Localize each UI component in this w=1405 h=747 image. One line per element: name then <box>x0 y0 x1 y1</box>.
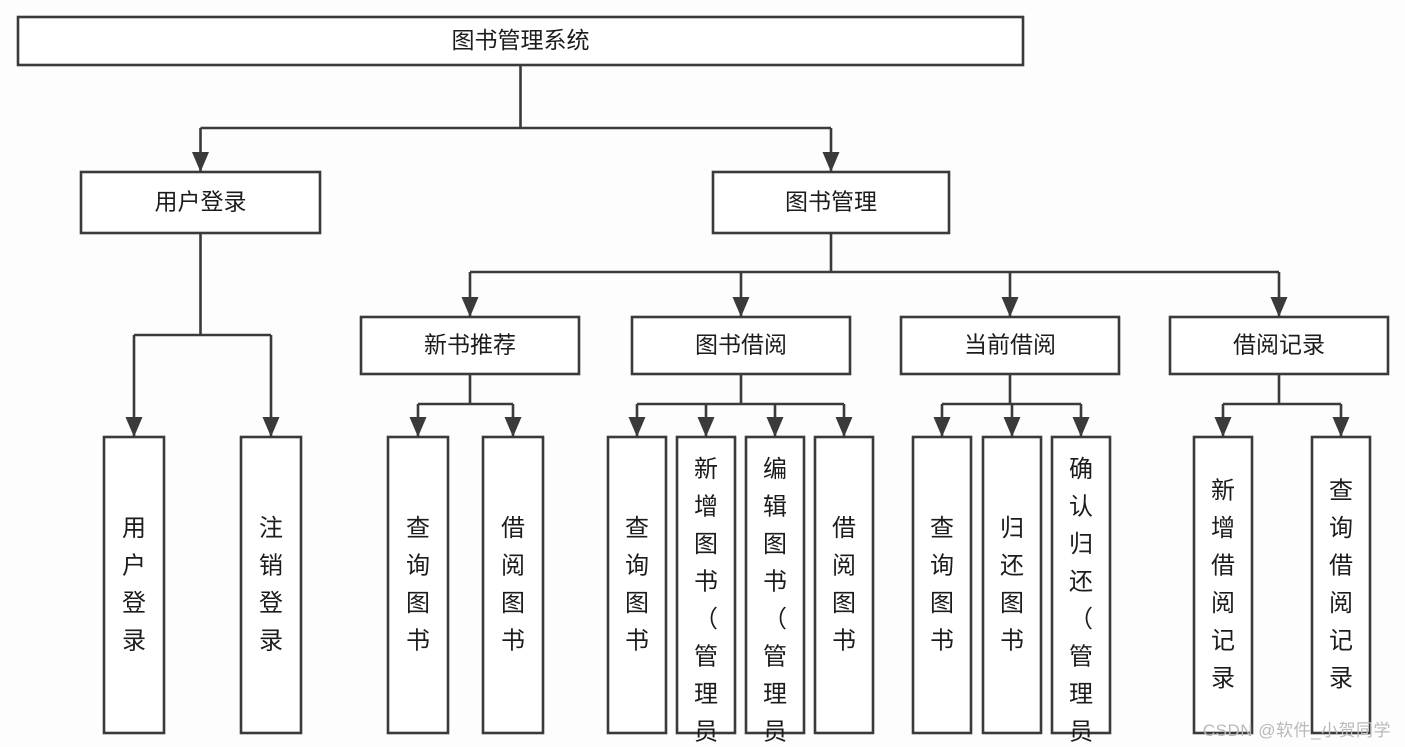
node-label: 新增图书（管理员） <box>694 456 718 747</box>
node-label: 查询图书 <box>930 515 954 655</box>
node-rect <box>744 435 806 735</box>
node-新书推荐[interactable]: 新书推荐 <box>359 315 581 376</box>
arrow-head-icon <box>1332 417 1350 437</box>
node-rect <box>102 435 166 735</box>
arrow-head-icon <box>822 152 840 172</box>
arrow-head-icon <box>1001 297 1019 317</box>
edge-group <box>192 65 840 172</box>
node-rect <box>481 435 545 735</box>
node-label: 编辑图书（管理员） <box>763 456 787 747</box>
arrow-head-icon <box>1270 297 1288 317</box>
node-查询图书[interactable]: 查询图书 <box>911 435 973 735</box>
node-rect <box>711 170 951 235</box>
node-rect <box>239 435 303 735</box>
node-确认归还管理员[interactable]: 确认归还（管理员） <box>1050 435 1112 747</box>
node-label: 新书推荐 <box>424 332 516 358</box>
arrow-head-icon <box>192 152 209 172</box>
edge-group <box>628 374 853 437</box>
node-label: 查询图书 <box>625 515 649 655</box>
connectors-layer <box>125 65 1350 437</box>
edge-group <box>461 233 1288 317</box>
node-label: 用户登录 <box>122 515 146 655</box>
node-label: 归还图书 <box>1000 515 1024 655</box>
arrow-head-icon <box>933 417 951 437</box>
node-rect <box>675 435 737 735</box>
edge-group <box>409 374 522 437</box>
node-当前借阅[interactable]: 当前借阅 <box>899 315 1121 376</box>
node-rect <box>1310 435 1372 735</box>
edge-group <box>1214 374 1350 437</box>
arrow-head-icon <box>1072 417 1090 437</box>
node-编辑图书管理员[interactable]: 编辑图书（管理员） <box>744 435 806 747</box>
node-rect <box>386 435 450 735</box>
node-rect <box>1050 435 1112 735</box>
arrow-head-icon <box>732 297 750 317</box>
node-rect <box>1168 315 1390 376</box>
node-新增图书管理员[interactable]: 新增图书（管理员） <box>675 435 737 747</box>
node-label: 图书管理 <box>785 189 877 215</box>
node-查询图书[interactable]: 查询图书 <box>606 435 668 735</box>
node-归还图书[interactable]: 归还图书 <box>981 435 1043 735</box>
node-借阅图书[interactable]: 借阅图书 <box>813 435 875 735</box>
node-label: 图书管理系统 <box>452 27 590 53</box>
edge-group <box>933 374 1090 437</box>
node-rect <box>630 315 852 376</box>
node-rect <box>16 15 1025 67</box>
node-label: 查询借阅记录 <box>1329 478 1353 693</box>
arrow-head-icon <box>697 417 715 437</box>
node-图书管理[interactable]: 图书管理 <box>711 170 951 235</box>
arrow-head-icon <box>1003 417 1021 437</box>
node-新增借阅记录[interactable]: 新增借阅记录 <box>1192 435 1254 735</box>
boxes-layer: 图书管理系统用户登录图书管理新书推荐图书借阅当前借阅借阅记录用户登录注销登录查询… <box>16 15 1390 747</box>
arrow-head-icon <box>461 297 479 317</box>
node-label: 新增借阅记录 <box>1211 478 1235 693</box>
arrow-head-icon <box>835 417 853 437</box>
node-label: 图书借阅 <box>695 332 787 358</box>
node-label: 当前借阅 <box>964 332 1056 358</box>
node-rect <box>606 435 668 735</box>
watermark: CSDN @软件_小贺同学 <box>1202 721 1391 740</box>
arrow-head-icon <box>409 417 427 437</box>
node-用户登录[interactable]: 用户登录 <box>102 435 166 735</box>
arrow-head-icon <box>766 417 784 437</box>
node-rect <box>899 315 1121 376</box>
arrow-head-icon <box>262 417 280 437</box>
node-用户登录[interactable]: 用户登录 <box>79 170 322 235</box>
node-注销登录[interactable]: 注销登录 <box>239 435 303 735</box>
node-查询图书[interactable]: 查询图书 <box>386 435 450 735</box>
arrow-head-icon <box>628 417 646 437</box>
node-rect <box>1192 435 1254 735</box>
node-图书借阅[interactable]: 图书借阅 <box>630 315 852 376</box>
node-rect <box>911 435 973 735</box>
node-借阅记录[interactable]: 借阅记录 <box>1168 315 1390 376</box>
node-查询借阅记录[interactable]: 查询借阅记录 <box>1310 435 1372 735</box>
node-rect <box>359 315 581 376</box>
node-rect <box>79 170 322 235</box>
node-label: 借阅记录 <box>1233 332 1325 358</box>
node-label: 注销登录 <box>259 515 283 655</box>
arrow-head-icon <box>504 417 522 437</box>
node-label: 借阅图书 <box>832 515 856 655</box>
arrow-head-icon <box>125 417 143 437</box>
node-label: 用户登录 <box>155 189 247 215</box>
node-label: 确认归还（管理员） <box>1069 456 1093 747</box>
arrow-head-icon <box>1214 417 1232 437</box>
edge-group <box>125 233 280 437</box>
node-label: 查询图书 <box>406 515 430 655</box>
node-rect <box>813 435 875 735</box>
node-rect <box>981 435 1043 735</box>
node-label: 借阅图书 <box>501 515 525 655</box>
node-借阅图书[interactable]: 借阅图书 <box>481 435 545 735</box>
node-图书管理系统[interactable]: 图书管理系统 <box>16 15 1025 67</box>
